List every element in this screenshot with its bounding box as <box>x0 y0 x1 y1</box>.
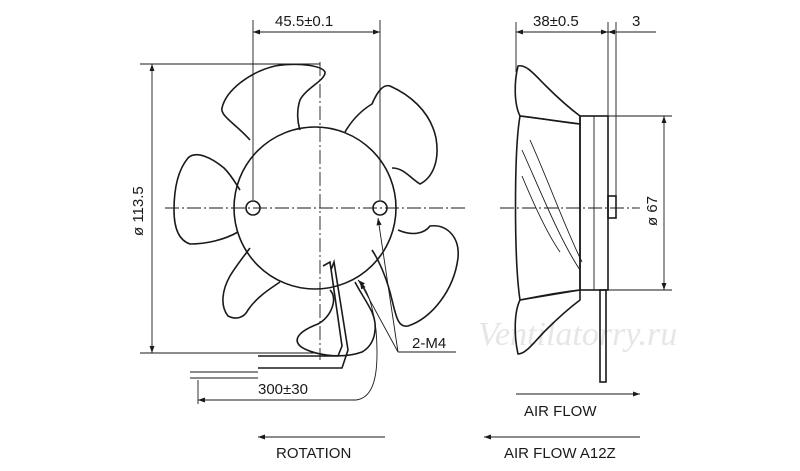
lead-length-label: 300±30 <box>258 381 308 398</box>
fan-blades <box>173 63 459 357</box>
side-blade-edge-2 <box>529 139 583 263</box>
side-view: 38±0.5 3 ø 67 AIR FLOW AIR FLOW A12Z <box>484 13 672 462</box>
front-view: 45.5±0.1 ø 113.5 2-M4 300±30 ROTATION <box>130 13 468 462</box>
blade-left <box>173 153 241 245</box>
m4-leader-lower <box>359 281 399 353</box>
flange-thickness-label: 3 <box>632 13 640 30</box>
side-blade-edge-3 <box>521 175 561 253</box>
airflow-label: AIR FLOW <box>524 403 597 420</box>
lead-length-dimension-line <box>198 279 378 403</box>
rotation-label: ROTATION <box>276 445 351 462</box>
blade-top-right <box>344 84 438 185</box>
holes-callout-label: 2-M4 <box>412 335 446 352</box>
side-lead-post <box>599 289 607 383</box>
depth-label: 38±0.5 <box>533 13 579 30</box>
side-blade-lower <box>514 289 581 355</box>
side-blade-edge-1 <box>521 149 581 271</box>
lead-wire-sheath-inner <box>258 258 349 369</box>
blade-top-left <box>221 63 326 141</box>
blade-bottom <box>296 281 376 357</box>
side-hub-body <box>514 115 581 301</box>
watermark: Ventilatorry.ru <box>478 316 677 353</box>
hole-spacing-label: 45.5±0.1 <box>275 13 333 30</box>
overall-diameter-label: ø 113.5 <box>130 186 147 236</box>
hub-diameter-label: ø 67 <box>644 196 661 226</box>
airflow-variant-label: AIR FLOW A12Z <box>504 445 616 462</box>
blade-right <box>371 225 459 327</box>
m4-leader-upper <box>376 217 399 353</box>
side-blade-upper <box>514 64 581 125</box>
motor-boss <box>607 195 617 219</box>
